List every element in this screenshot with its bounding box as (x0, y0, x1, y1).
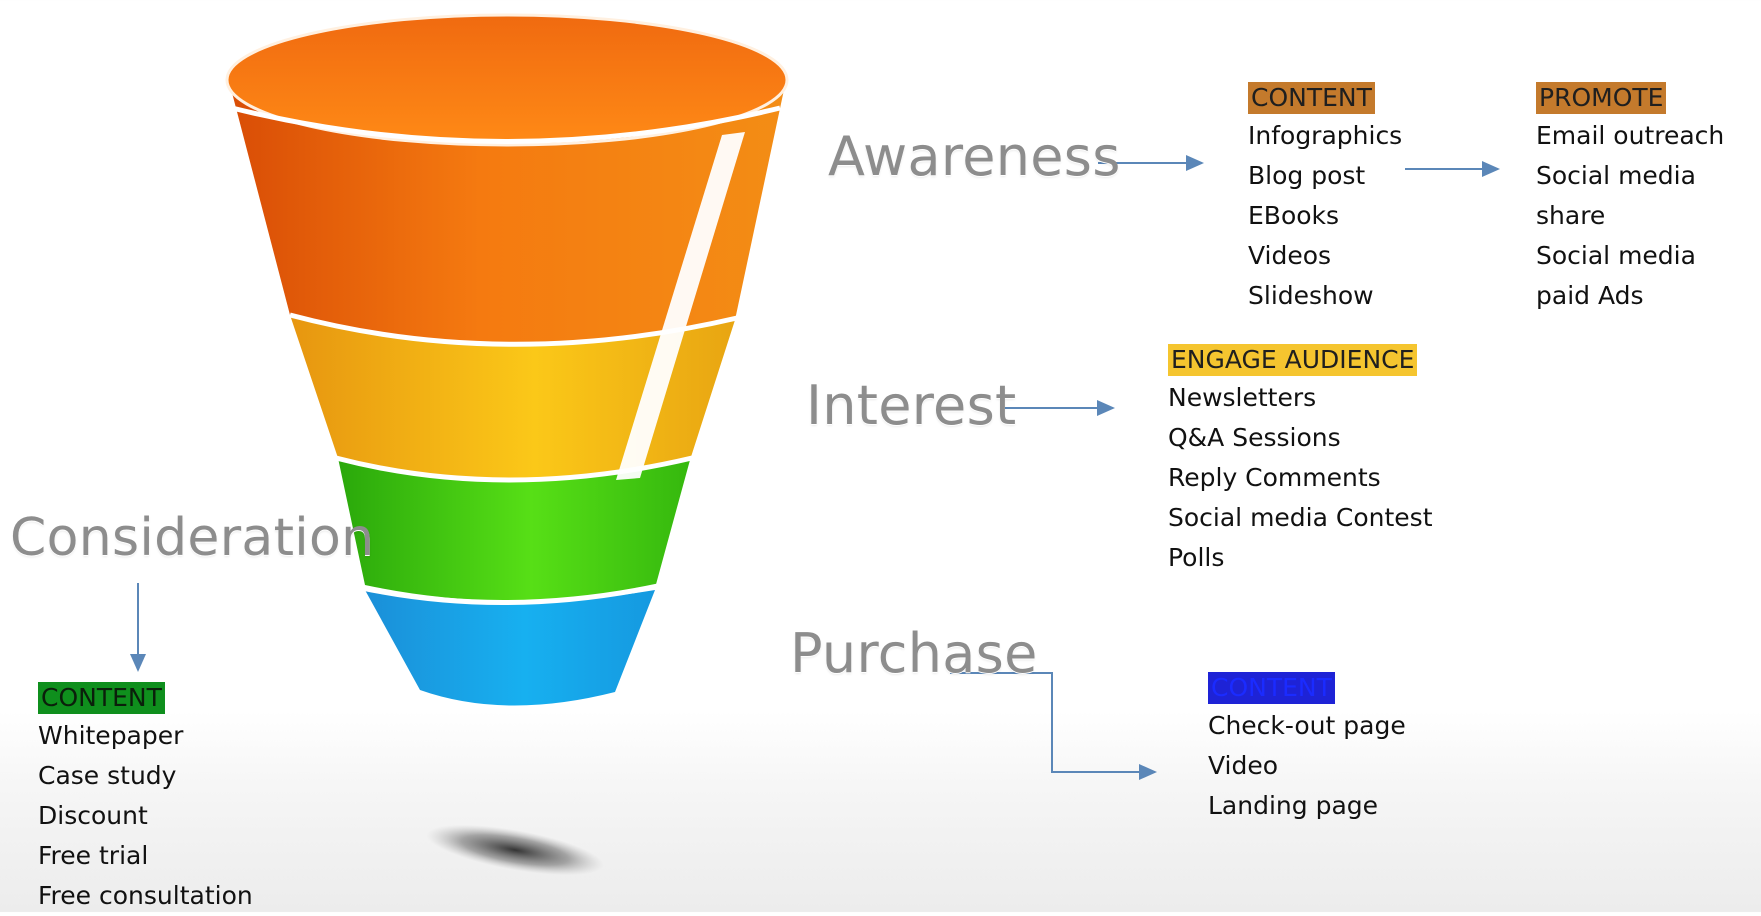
purchase-content-list: Check-out page Video Landing page (1208, 706, 1406, 826)
funnel-band-consideration (338, 458, 690, 601)
awareness-promote-header: PROMOTE (1536, 82, 1667, 114)
list-item: Check-out page (1208, 711, 1406, 740)
awareness-promote-list: Email outreach Social media share Social… (1536, 116, 1724, 316)
list-item: Social media (1536, 161, 1696, 190)
interest-engage-panel: ENGAGE AUDIENCE Newsletters Q&A Sessions… (1168, 344, 1433, 578)
list-item: Whitepaper (38, 721, 184, 750)
list-item: Q&A Sessions (1168, 423, 1341, 452)
funnel-highlight (616, 132, 745, 480)
list-item: Slideshow (1248, 281, 1374, 310)
list-item: EBooks (1248, 201, 1340, 230)
consideration-content-list: Whitepaper Case study Discount Free tria… (38, 716, 253, 916)
interest-engage-list: Newsletters Q&A Sessions Reply Comments … (1168, 378, 1433, 578)
list-item: share (1536, 201, 1606, 230)
funnel-band-interest (290, 315, 735, 480)
interest-engage-header: ENGAGE AUDIENCE (1168, 344, 1418, 376)
awareness-content-list: Infographics Blog post EBooks Videos Sli… (1248, 116, 1402, 316)
list-item: Reply Comments (1168, 463, 1381, 492)
list-item: Social media (1536, 241, 1696, 270)
list-item: Infographics (1248, 121, 1403, 150)
funnel-band-purchase (365, 590, 655, 706)
list-item: Newsletters (1168, 383, 1317, 412)
stage-title-purchase: Purchase (790, 622, 1038, 685)
purchase-arrow (950, 672, 1157, 780)
list-item: Email outreach (1536, 121, 1725, 150)
awareness-promote-panel: PROMOTE Email outreach Social media shar… (1536, 82, 1724, 316)
funnel-shadow (426, 824, 604, 876)
list-item: Free consultation (38, 881, 253, 910)
consideration-content-panel: CONTENT Whitepaper Case study Discount F… (38, 682, 253, 916)
list-item: Discount (38, 801, 148, 830)
awareness-content-panel: CONTENT Infographics Blog post EBooks Vi… (1248, 82, 1402, 316)
stage-title-awareness: Awareness (828, 125, 1121, 188)
consideration-content-header: CONTENT (38, 682, 165, 714)
list-item: Free trial (38, 841, 149, 870)
list-item: paid Ads (1536, 281, 1644, 310)
list-item: Landing page (1208, 791, 1379, 820)
list-item: Videos (1248, 241, 1332, 270)
list-item: Blog post (1248, 161, 1366, 190)
stage-title-consideration: Consideration (10, 508, 375, 568)
funnel-top-rim (225, 13, 789, 147)
stage-title-interest: Interest (806, 374, 1017, 437)
list-item: Social media Contest (1168, 503, 1433, 532)
list-item: Polls (1168, 543, 1225, 572)
purchase-content-panel: CONTENT Check-out page Video Landing pag… (1208, 672, 1406, 826)
awareness-content-header: CONTENT (1248, 82, 1375, 114)
list-item: Video (1208, 751, 1279, 780)
list-item: Case study (38, 761, 177, 790)
purchase-content-header: CONTENT (1208, 672, 1335, 704)
